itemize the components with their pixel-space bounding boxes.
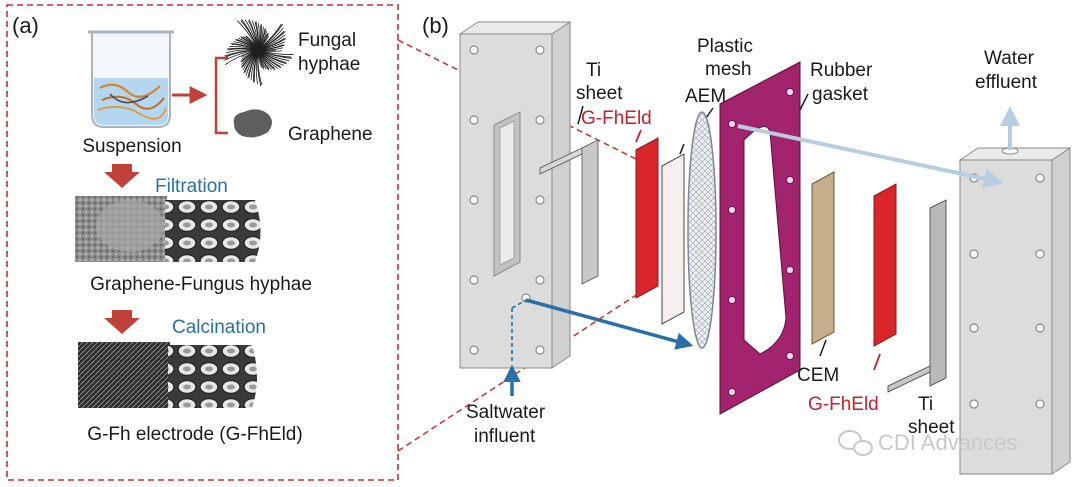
panel-a-tag: (a) [12,13,39,38]
graphene-fungus-label: Graphene-Fungus hyphae [90,274,312,295]
plastic-mesh-label-1: Plastic [697,36,753,57]
cem-label: CEM [797,365,839,386]
structure-model-graphene-fungus [165,200,261,262]
ti-sheet-bottom-label-1: Ti [918,394,933,415]
filtration-label: Filtration [155,176,228,197]
ti-sheet-top-label-1: Ti [586,60,601,81]
flow-arrow-inlet [525,298,694,350]
electrode-left-red [635,137,659,299]
left-end-plate [458,21,572,369]
saltwater-label-2: influent [474,426,536,447]
plastic-mesh [687,111,717,349]
electrode-right-red [873,183,897,347]
graphene-icon [233,109,272,138]
gfheld-top-label: G-FhEld [581,108,652,129]
cem-membrane [811,171,835,345]
electrode-label: G-Fh electrode (G-FhEld) [87,424,302,445]
beaker-icon [88,30,174,128]
aem-label: AEM [685,86,726,107]
aem-membrane [661,153,685,325]
filtration-arrow [104,164,140,188]
sem-image-electrode [78,342,170,408]
fungal-hyphae-icon [224,18,294,87]
watermark-text: CDI Advances [878,430,1017,455]
water-effluent-label-1: Water [984,48,1035,69]
rubber-gasket-label-1: Rubber [810,60,873,81]
rubber-gasket [719,61,801,415]
structure-model-electrode [168,345,257,408]
suspension-label: Suspension [82,136,181,157]
calcination-arrow [104,310,140,334]
water-effluent-label-2: effluent [975,72,1038,93]
wechat-icon [838,430,873,456]
fungal-label-line1: Fungal [298,30,356,51]
ti-sheet-bottom-label-2: sheet [908,417,955,438]
fungal-label-line2: hyphae [298,54,360,75]
saltwater-label-1: Saltwater [466,402,546,423]
rubber-gasket-label-2: gasket [812,84,869,105]
right-end-plate [958,147,1072,475]
calcination-label: Calcination [172,317,266,338]
component-bracket [214,56,228,135]
plastic-mesh-label-2: mesh [705,59,751,80]
ti-sheet-top-label-2: sheet [576,83,623,104]
panel-b-tag: (b) [422,13,449,38]
flow-arrow-outlet [737,124,1004,189]
ti-sheet-right [887,199,947,393]
graphene-label: Graphene [288,124,373,145]
gfheld-bottom-label: G-FhEld [808,394,879,415]
ti-sheet-left [539,139,599,285]
panel-a-frame [6,4,399,481]
